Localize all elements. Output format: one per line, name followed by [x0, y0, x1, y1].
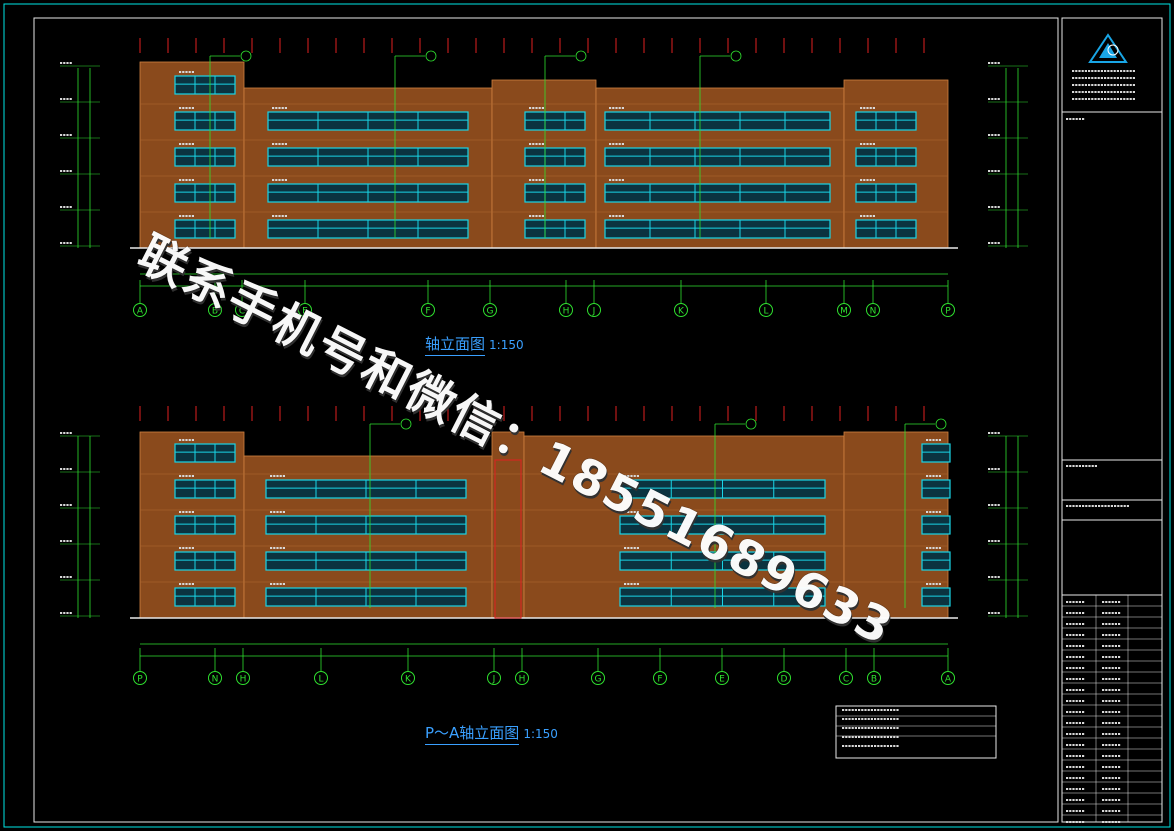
axis-bubble	[483, 303, 497, 317]
axis-bubble	[759, 303, 773, 317]
window	[524, 111, 586, 131]
axis-bubble	[298, 303, 312, 317]
axis-bubble	[133, 303, 147, 317]
axis-bubble	[487, 671, 501, 685]
window	[174, 551, 236, 571]
window	[604, 147, 831, 167]
axis-label: P	[137, 675, 143, 685]
window	[855, 219, 917, 239]
company-logo-icon	[1088, 33, 1128, 63]
window	[604, 111, 831, 131]
axis-bubble	[674, 303, 688, 317]
axis-bubble	[401, 671, 415, 685]
axis-label: F	[425, 307, 430, 317]
axis-label: J	[492, 675, 496, 685]
axis-label: C	[239, 307, 245, 317]
axis-label: H	[563, 307, 570, 317]
axis-bubble	[559, 303, 573, 317]
axis-label: N	[870, 307, 877, 317]
notes-table	[835, 705, 997, 759]
axis-bubble	[941, 671, 955, 685]
window	[855, 183, 917, 203]
axis-label: D	[781, 675, 788, 685]
axis-bubble	[653, 671, 667, 685]
axis-label: A	[945, 675, 952, 685]
callout-bubble	[935, 418, 947, 430]
axis-bubble	[777, 671, 791, 685]
window	[174, 147, 236, 167]
axis-bubble	[837, 303, 851, 317]
axis-label: L	[763, 307, 768, 317]
axis-label: N	[212, 675, 219, 685]
axis-label: A	[137, 307, 144, 317]
window	[174, 515, 236, 535]
axis-label: G	[595, 675, 602, 685]
window	[174, 219, 236, 239]
axis-label: C	[843, 675, 849, 685]
axis-label: E	[302, 307, 308, 317]
axis-bubble	[867, 671, 881, 685]
axis-bubble	[236, 671, 250, 685]
window	[174, 183, 236, 203]
axis-bubble	[839, 671, 853, 685]
callout-bubble	[425, 50, 437, 62]
callout-bubble	[240, 50, 252, 62]
window	[524, 219, 586, 239]
window	[604, 219, 831, 239]
axis-bubble	[314, 671, 328, 685]
window	[921, 479, 951, 499]
axis-bubble	[587, 303, 601, 317]
window	[855, 111, 917, 131]
axis-label: J	[592, 307, 596, 317]
axis-bubble	[591, 671, 605, 685]
axis-bubble	[715, 671, 729, 685]
axis-label: H	[519, 675, 526, 685]
outer-frame	[3, 3, 1171, 828]
axis-bubble	[941, 303, 955, 317]
callout-bubble	[400, 418, 412, 430]
callout-bubble	[745, 418, 757, 430]
axis-bubble	[515, 671, 529, 685]
window	[921, 551, 951, 571]
axis-bubble	[235, 303, 249, 317]
window	[174, 111, 236, 131]
axis-label: K	[405, 675, 412, 685]
axis-label: K	[678, 307, 685, 317]
axis-label: B	[212, 307, 218, 317]
window	[524, 147, 586, 167]
window	[921, 587, 951, 607]
window	[174, 479, 236, 499]
window	[174, 75, 236, 95]
axis-label: M	[840, 307, 848, 317]
window	[921, 515, 951, 535]
axis-label: L	[318, 675, 323, 685]
window	[524, 183, 586, 203]
axis-bubble	[208, 303, 222, 317]
axis-label: B	[871, 675, 877, 685]
window	[855, 147, 917, 167]
axis-bubble	[208, 671, 222, 685]
axis-label: P	[945, 307, 951, 317]
axis-bubble	[133, 671, 147, 685]
axis-label: H	[240, 675, 247, 685]
axis-label: F	[657, 675, 662, 685]
callout-bubble	[730, 50, 742, 62]
window	[174, 587, 236, 607]
axis-bubble	[866, 303, 880, 317]
window	[604, 183, 831, 203]
axis-label: G	[487, 307, 494, 317]
callout-bubble	[575, 50, 587, 62]
window	[174, 443, 236, 463]
window	[921, 443, 951, 463]
stair-core	[494, 459, 522, 619]
inner-frame	[33, 17, 1059, 823]
title-block	[1061, 17, 1163, 823]
axis-label: E	[719, 675, 725, 685]
axis-bubble	[421, 303, 435, 317]
